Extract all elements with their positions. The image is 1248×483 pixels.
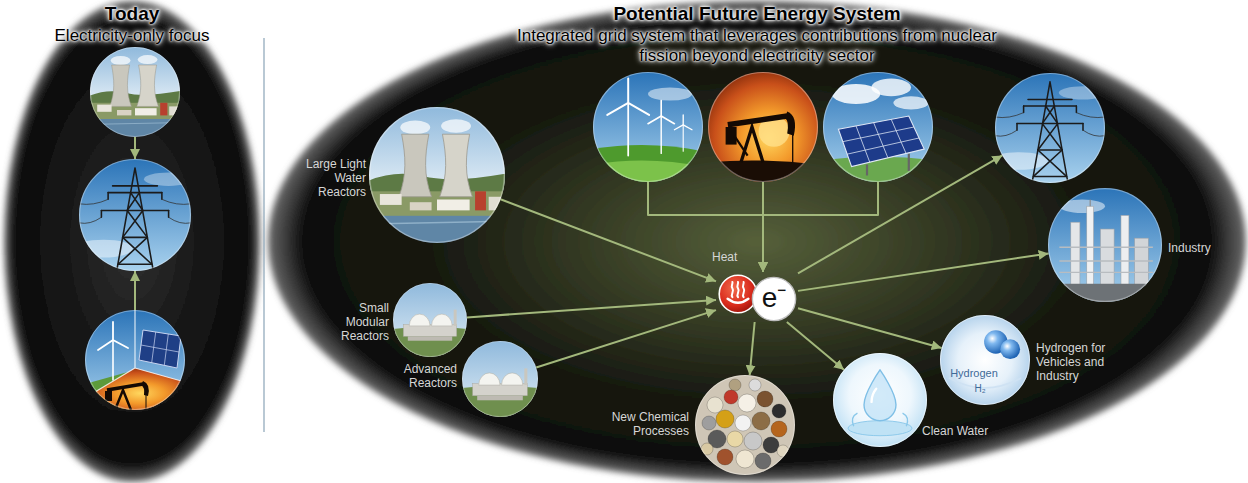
chemical-formula: H₂	[960, 383, 1000, 394]
electron-symbol: e⁻	[751, 284, 797, 312]
hub-label: Heat	[712, 250, 756, 264]
chemical-process-photo-image	[695, 375, 795, 475]
panel-title-slot: Potential Future Energy System	[447, 3, 1067, 26]
chemical-process-photo: New Chemical Processes	[695, 375, 795, 475]
future-panel-outline	[268, 1, 1246, 482]
use-label-slot: New Chemical Processes	[599, 410, 689, 438]
panel-subtitle-slot: Electricity-only focus	[14, 26, 250, 46]
use-label: Clean Water	[922, 424, 1002, 438]
advanced-reactor-photo-picture	[462, 341, 538, 417]
source-label: Advanced Reactors	[397, 362, 457, 390]
oil-photo-picture	[708, 72, 818, 182]
heat-electricity-hub: Heate⁻	[716, 272, 798, 322]
energy-mix-photo-image	[85, 310, 185, 410]
source-label-slot: Small Modular Reactors	[337, 301, 389, 343]
hydrogen-photo-image	[940, 315, 1030, 405]
power-grid-photo-picture	[995, 73, 1105, 183]
nuclear-plant-photo	[90, 47, 180, 137]
industry-photo-image	[1048, 188, 1162, 302]
oil-photo	[708, 72, 818, 182]
panel-divider	[263, 38, 264, 432]
heat-icon	[719, 275, 757, 313]
source-label: Large Light Water Reactors	[300, 157, 366, 199]
use-label-slot: Industry	[1168, 241, 1238, 255]
picture-caption: Hydrogen	[939, 367, 1009, 379]
advanced-reactor-photo-image	[462, 341, 538, 417]
advanced-reactor-photo: Advanced Reactors	[462, 341, 538, 417]
small-modular-reactor-photo: Small Modular Reactors	[393, 283, 467, 357]
industry-photo-picture	[1048, 188, 1162, 302]
today-panel-outline	[4, 1, 260, 482]
panel-subtitle: Electricity-only focus	[14, 26, 250, 46]
flow-arrow	[134, 271, 136, 310]
panel-title: Potential Future Energy System	[447, 3, 1067, 26]
solar-photo	[823, 72, 933, 182]
panel-title-slot: Today	[17, 3, 247, 26]
oil-photo-image	[708, 72, 818, 182]
clean-water-photo: Clean Water	[833, 353, 927, 447]
small-modular-reactor-photo-picture	[393, 283, 467, 357]
power-grid-photo-image	[75, 159, 194, 271]
light-water-reactor-photo-image	[369, 107, 505, 243]
power-grid-photo	[79, 159, 191, 271]
nuclear-plant-photo-image	[90, 47, 180, 137]
use-label: New Chemical Processes	[599, 410, 689, 438]
light-water-reactor-photo: Large Light Water Reactors	[369, 107, 505, 243]
clean-water-photo-picture	[833, 353, 927, 447]
power-grid-photo	[995, 73, 1105, 183]
use-label: Industry	[1168, 241, 1238, 255]
small-modular-reactor-photo-image	[393, 283, 467, 357]
electron-symbol-slot: e⁻	[751, 284, 797, 312]
wind-photo-image	[593, 72, 703, 182]
future-panel: Potential Future Energy SystemIntegrated…	[266, 0, 1248, 483]
picture-caption-slot: Hydrogen	[939, 367, 1009, 379]
solar-photo-picture	[823, 72, 933, 182]
use-label-slot: Clean Water	[922, 424, 1002, 438]
energy-mix-photo-picture	[85, 310, 185, 410]
flow-arrow	[134, 137, 136, 159]
hub-label-slot: Heat	[712, 250, 756, 264]
chemical-formula-slot: H₂	[960, 383, 1000, 394]
power-grid-photo-image	[991, 73, 1108, 183]
source-label: Small Modular Reactors	[337, 301, 389, 343]
panel-subtitle-slot: Integrated grid system that leverages co…	[497, 26, 1017, 67]
use-label: Hydrogen for Vehicles and Industry	[1036, 341, 1120, 383]
source-label-slot: Advanced Reactors	[397, 362, 457, 390]
panel-subtitle: Integrated grid system that leverages co…	[497, 26, 1017, 67]
industry-photo: Industry	[1048, 188, 1162, 302]
clean-water-photo-image	[833, 353, 927, 447]
use-label-slot: Hydrogen for Vehicles and Industry	[1036, 341, 1120, 383]
solar-photo-image	[823, 72, 933, 182]
power-grid-photo-picture	[79, 159, 191, 271]
today-panel: TodayElectricity-only focus	[2, 0, 262, 483]
panel-title: Today	[17, 3, 247, 26]
hydrogen-photo: Hydrogen for Vehicles and IndustryHydrog…	[940, 315, 1030, 405]
light-water-reactor-photo-picture	[369, 107, 505, 243]
wind-photo-picture	[593, 72, 703, 182]
wind-photo	[593, 72, 703, 182]
source-label-slot: Large Light Water Reactors	[300, 157, 366, 199]
chemical-process-photo-picture	[695, 375, 795, 475]
energy-mix-photo	[85, 310, 185, 410]
nuclear-plant-photo-picture	[90, 47, 180, 137]
